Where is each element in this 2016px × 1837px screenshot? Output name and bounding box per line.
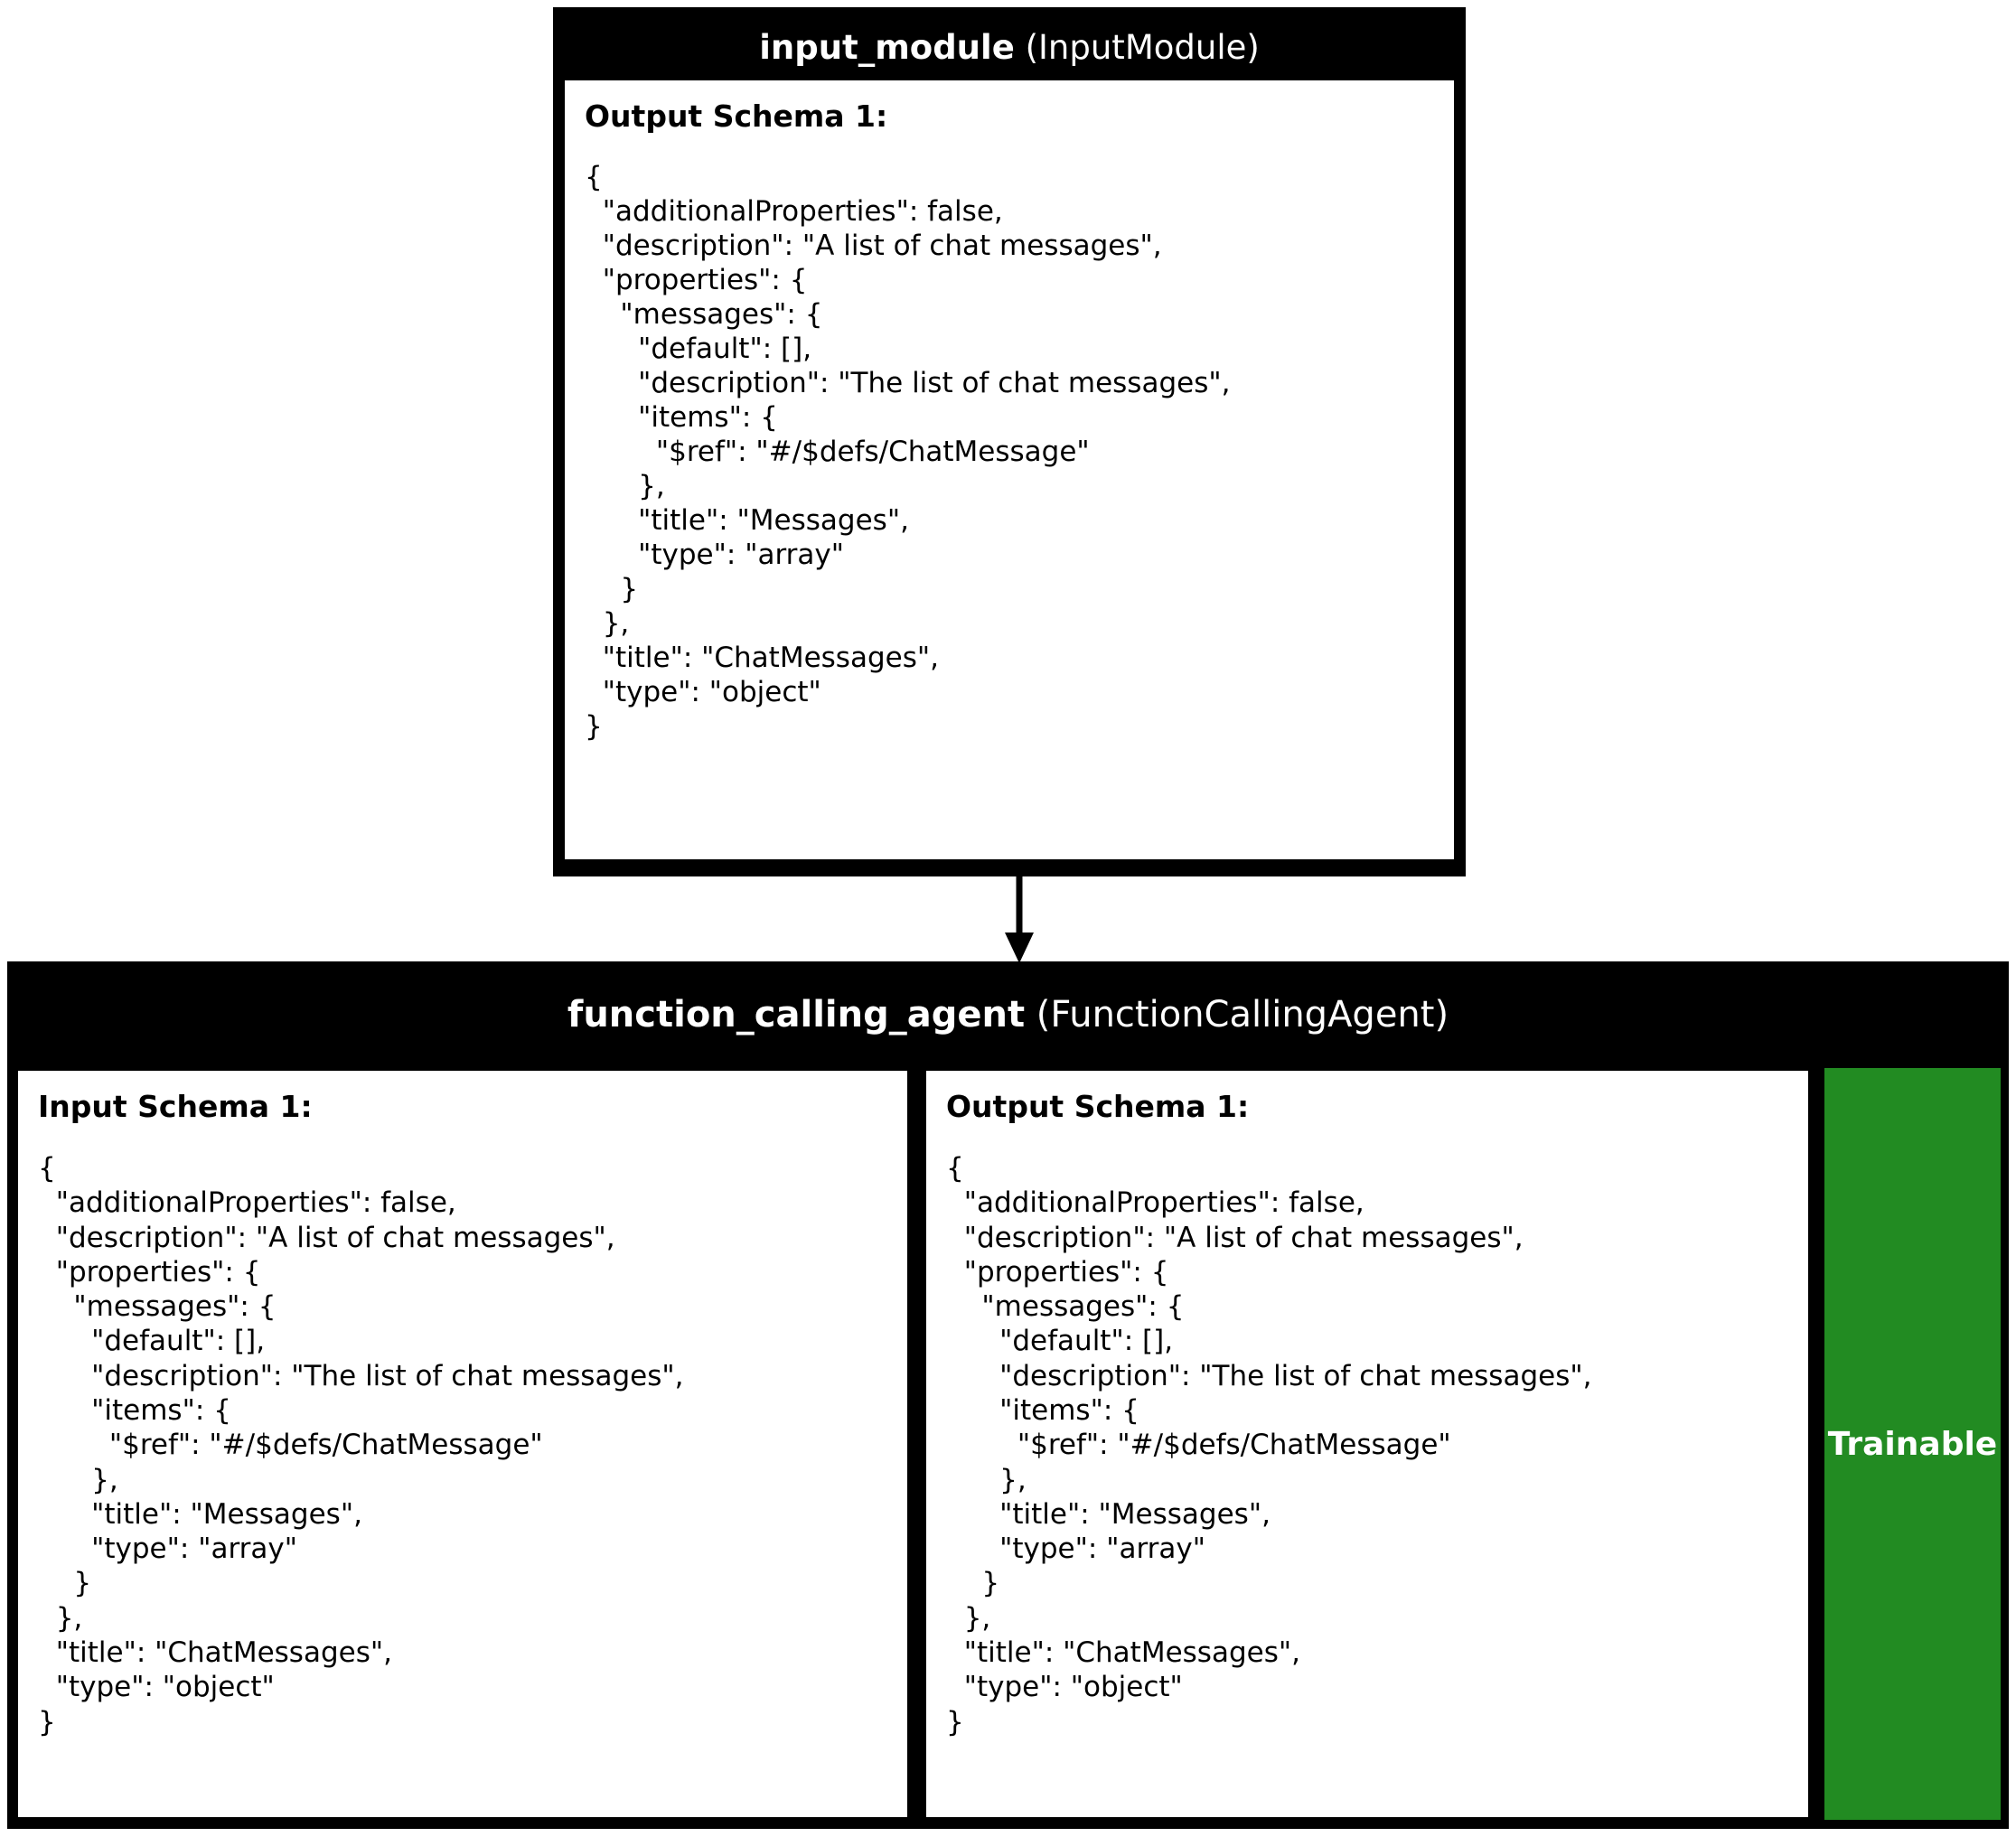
schema-code: { "additionalProperties": false, "descri…	[585, 161, 1231, 743]
module-function-calling-agent[interactable]: function_calling_agent (FunctionCallingA…	[7, 961, 2009, 1829]
module-class-name: (FunctionCallingAgent)	[1036, 994, 1449, 1036]
schema-code: { "additionalProperties": false, "descri…	[38, 1152, 684, 1739]
schema-title: Output Schema 1:	[585, 98, 888, 134]
module-name: input_module	[759, 28, 1015, 67]
module-header-function-calling-agent: function_calling_agent (FunctionCallingA…	[15, 961, 2001, 1068]
module-body-input-module: Output Schema 1: { "additionalProperties…	[562, 78, 1457, 862]
trainable-label: Trainable	[1827, 1425, 1998, 1463]
output-schema-panel[interactable]: Output Schema 1: { "additionalProperties…	[924, 1068, 1811, 1820]
module-input-module[interactable]: input_module (InputModule) Output Schema…	[553, 7, 1466, 876]
output-schema-panel[interactable]: Output Schema 1: { "additionalProperties…	[562, 78, 1457, 862]
connector-arrow	[1001, 876, 1037, 963]
schema-title: Input Schema 1:	[38, 1089, 313, 1124]
input-schema-panel[interactable]: Input Schema 1: { "additionalProperties"…	[15, 1068, 910, 1820]
down-arrow-icon	[1005, 876, 1034, 963]
module-header-input-module: input_module (InputModule)	[562, 7, 1457, 78]
module-name: function_calling_agent	[567, 994, 1026, 1036]
module-class-name: (InputModule)	[1025, 28, 1260, 67]
module-body-function-calling-agent: Input Schema 1: { "additionalProperties"…	[15, 1068, 2001, 1820]
schema-title: Output Schema 1:	[946, 1089, 1250, 1124]
schema-code: { "additionalProperties": false, "descri…	[946, 1152, 1592, 1739]
status-badge-trainable: Trainable	[1824, 1068, 2001, 1820]
